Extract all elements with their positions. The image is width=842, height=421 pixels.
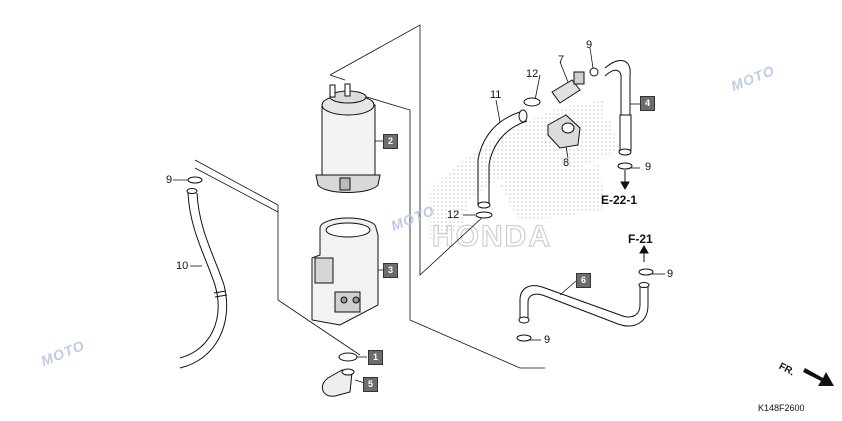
callout-9: 9: [667, 268, 674, 280]
callout-9: 9: [544, 334, 551, 346]
box-label-3: 3: [383, 263, 398, 278]
hose-6: [516, 282, 650, 342]
callout-12: 12: [526, 68, 539, 80]
reference-f21[interactable]: F-21: [628, 232, 653, 246]
honda-wing-logo: HONDA: [430, 100, 620, 254]
reference-e22-1[interactable]: E-22-1: [601, 193, 638, 207]
callout-12: 12: [447, 209, 460, 221]
hose-4: [604, 60, 633, 191]
callout-10: 10: [176, 260, 189, 272]
arrow-f21: [638, 244, 654, 276]
box-label-5: 5: [363, 377, 378, 392]
callout-9: 9: [586, 39, 593, 51]
valve-assembly: [523, 67, 599, 149]
svg-text:HONDA: HONDA: [432, 220, 552, 253]
box-label-4: 4: [640, 96, 655, 111]
hose-11: [475, 109, 528, 219]
callout-9: 9: [645, 161, 652, 173]
diagram-code: K148F2600: [758, 403, 805, 413]
hose-10: [179, 176, 228, 369]
callout-11: 11: [490, 89, 502, 101]
box-label-6: 6: [576, 273, 591, 288]
fuel-filter-canister: [315, 83, 381, 193]
front-direction-arrow: [803, 368, 834, 386]
filter-bracket: [311, 217, 379, 326]
callout-7: 7: [558, 54, 565, 66]
box-label-2: 2: [383, 134, 398, 149]
callout-8: 8: [563, 157, 570, 169]
callout-9: 9: [166, 174, 173, 186]
clip-and-short-hose: [321, 352, 358, 397]
box-label-1: 1: [368, 350, 383, 365]
